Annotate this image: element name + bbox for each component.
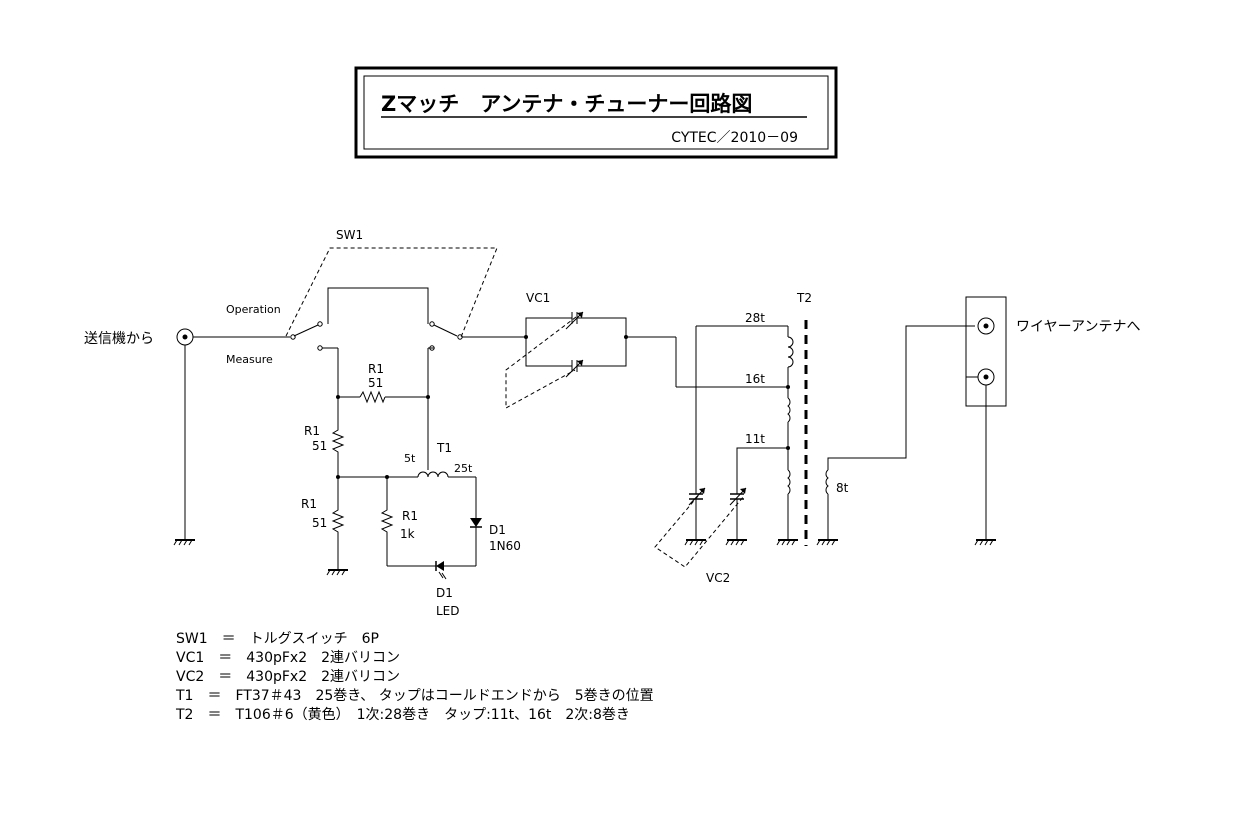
r-top-label: R1 — [368, 362, 384, 376]
switch-sw1: SW1 Operation Measure — [226, 228, 498, 366]
led-value: LED — [436, 604, 460, 618]
r-low-value: 51 — [312, 516, 327, 530]
r-1k-label: R1 — [402, 509, 418, 523]
transformer-t2: T2 28t 16t 11t 8t — [696, 291, 975, 546]
note-vc2: VC2 ＝ 430pFx2 2連バリコン — [176, 669, 400, 685]
t1-primary-label: 5t — [404, 452, 416, 465]
diagram-title: Zマッチ アンテナ・チューナー回路図 — [381, 92, 752, 116]
input-connector — [176, 328, 194, 346]
secondary-8t-label: 8t — [836, 481, 849, 495]
t2-label: T2 — [796, 291, 812, 305]
note-vc1: VC1 ＝ 430pFx2 2連バリコン — [176, 650, 400, 666]
note-sw1: SW1 ＝ トルグスイッチ 6P — [176, 631, 379, 647]
led-label: D1 — [436, 586, 453, 600]
tap-28-label: 28t — [745, 311, 765, 325]
sw1-label: SW1 — [336, 228, 363, 242]
d1-value: 1N60 — [489, 539, 521, 553]
r-mid-value: 51 — [312, 439, 327, 453]
transformer-t1: T1 5t 25t — [404, 441, 476, 478]
measure-label: Measure — [226, 353, 273, 366]
operation-label: Operation — [226, 303, 281, 316]
diode-d1: D1 1N60 — [470, 477, 521, 566]
vc2-label: VC2 — [706, 571, 730, 585]
resistor-r1-mid: R1 51 — [304, 424, 345, 477]
input-label: 送信機から — [84, 331, 154, 347]
r-mid-label: R1 — [304, 424, 320, 438]
diagram-credit: CYTEC／2010－09 — [671, 130, 798, 146]
tap-16-label: 16t — [745, 372, 765, 386]
r-1k-value: 1k — [400, 527, 415, 541]
parts-list: SW1 ＝ トルグスイッチ 6P VC1 ＝ 430pFx2 2連バリコン VC… — [175, 631, 654, 723]
led-d1: D1 LED — [435, 561, 460, 618]
title-block: Zマッチ アンテナ・チューナー回路図 CYTEC／2010－09 — [354, 66, 838, 159]
capacitor-vc1: VC1 — [505, 291, 628, 409]
output-label: ワイヤーアンテナへ — [1016, 319, 1140, 335]
tap-11-label: 11t — [745, 432, 765, 446]
d1-label: D1 — [489, 523, 506, 537]
output-connector — [965, 296, 1007, 540]
resistor-r1-top: R1 51 — [336, 362, 430, 404]
capacitor-vc2: VC2 — [654, 326, 788, 585]
note-t2: T2 ＝ T106＃6（黄色） 1次:28巻き タップ:11t、16t 2次:8… — [175, 706, 630, 723]
resistor-r1-low: R1 51 — [301, 477, 345, 570]
r-top-value: 51 — [368, 376, 383, 390]
note-t1: T1 ＝ FT37＃43 25巻き、 タップはコールドエンドから 5巻きの位置 — [175, 688, 654, 704]
t1-secondary-label: 25t — [454, 462, 473, 475]
t1-label: T1 — [436, 441, 452, 455]
resistor-r1-1k: R1 1k — [380, 477, 418, 566]
vc1-label: VC1 — [526, 291, 550, 305]
r-low-label: R1 — [301, 497, 317, 511]
